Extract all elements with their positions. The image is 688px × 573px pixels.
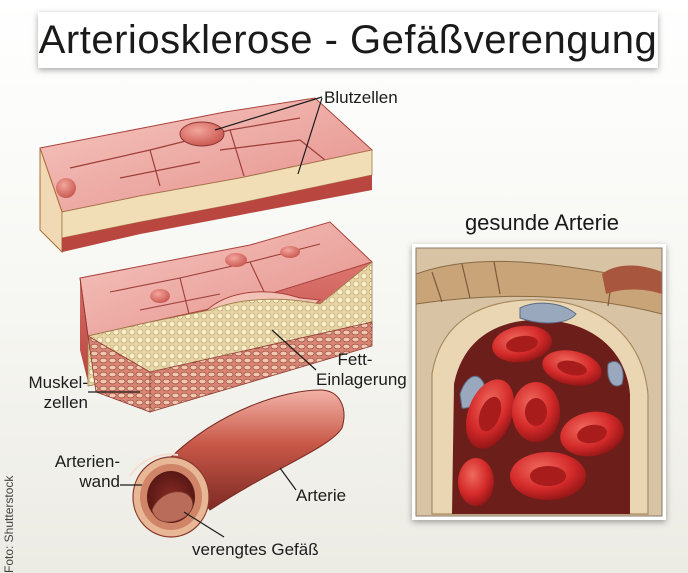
label-arterie: Arterie [296, 486, 346, 506]
label-wand-line2: wand [40, 472, 120, 492]
label-muskel-line2: zellen [18, 393, 88, 413]
label-fett-line1: Fett- [316, 350, 394, 370]
label-wand-line1: Arterien- [40, 452, 120, 472]
label-fett-einlagerung: Fett- Einlagerung [316, 350, 394, 390]
healthy-artery-illustration [412, 244, 666, 520]
label-muskel-line1: Muskel- [18, 373, 88, 393]
label-fett-line2: Einlagerung [316, 370, 394, 390]
label-muskelzellen: Muskel- zellen [18, 373, 88, 413]
artery-tube [130, 390, 344, 537]
label-verengtes-gefaess: verengtes Gefäß [192, 540, 319, 560]
label-arterienwand: Arterien- wand [40, 452, 120, 492]
label-blutzellen: Blutzellen [324, 88, 398, 108]
inset-title: gesunde Arterie [412, 210, 672, 236]
healthy-artery-inset [412, 244, 666, 520]
photo-credit: Foto: Shutterstock [2, 476, 16, 573]
